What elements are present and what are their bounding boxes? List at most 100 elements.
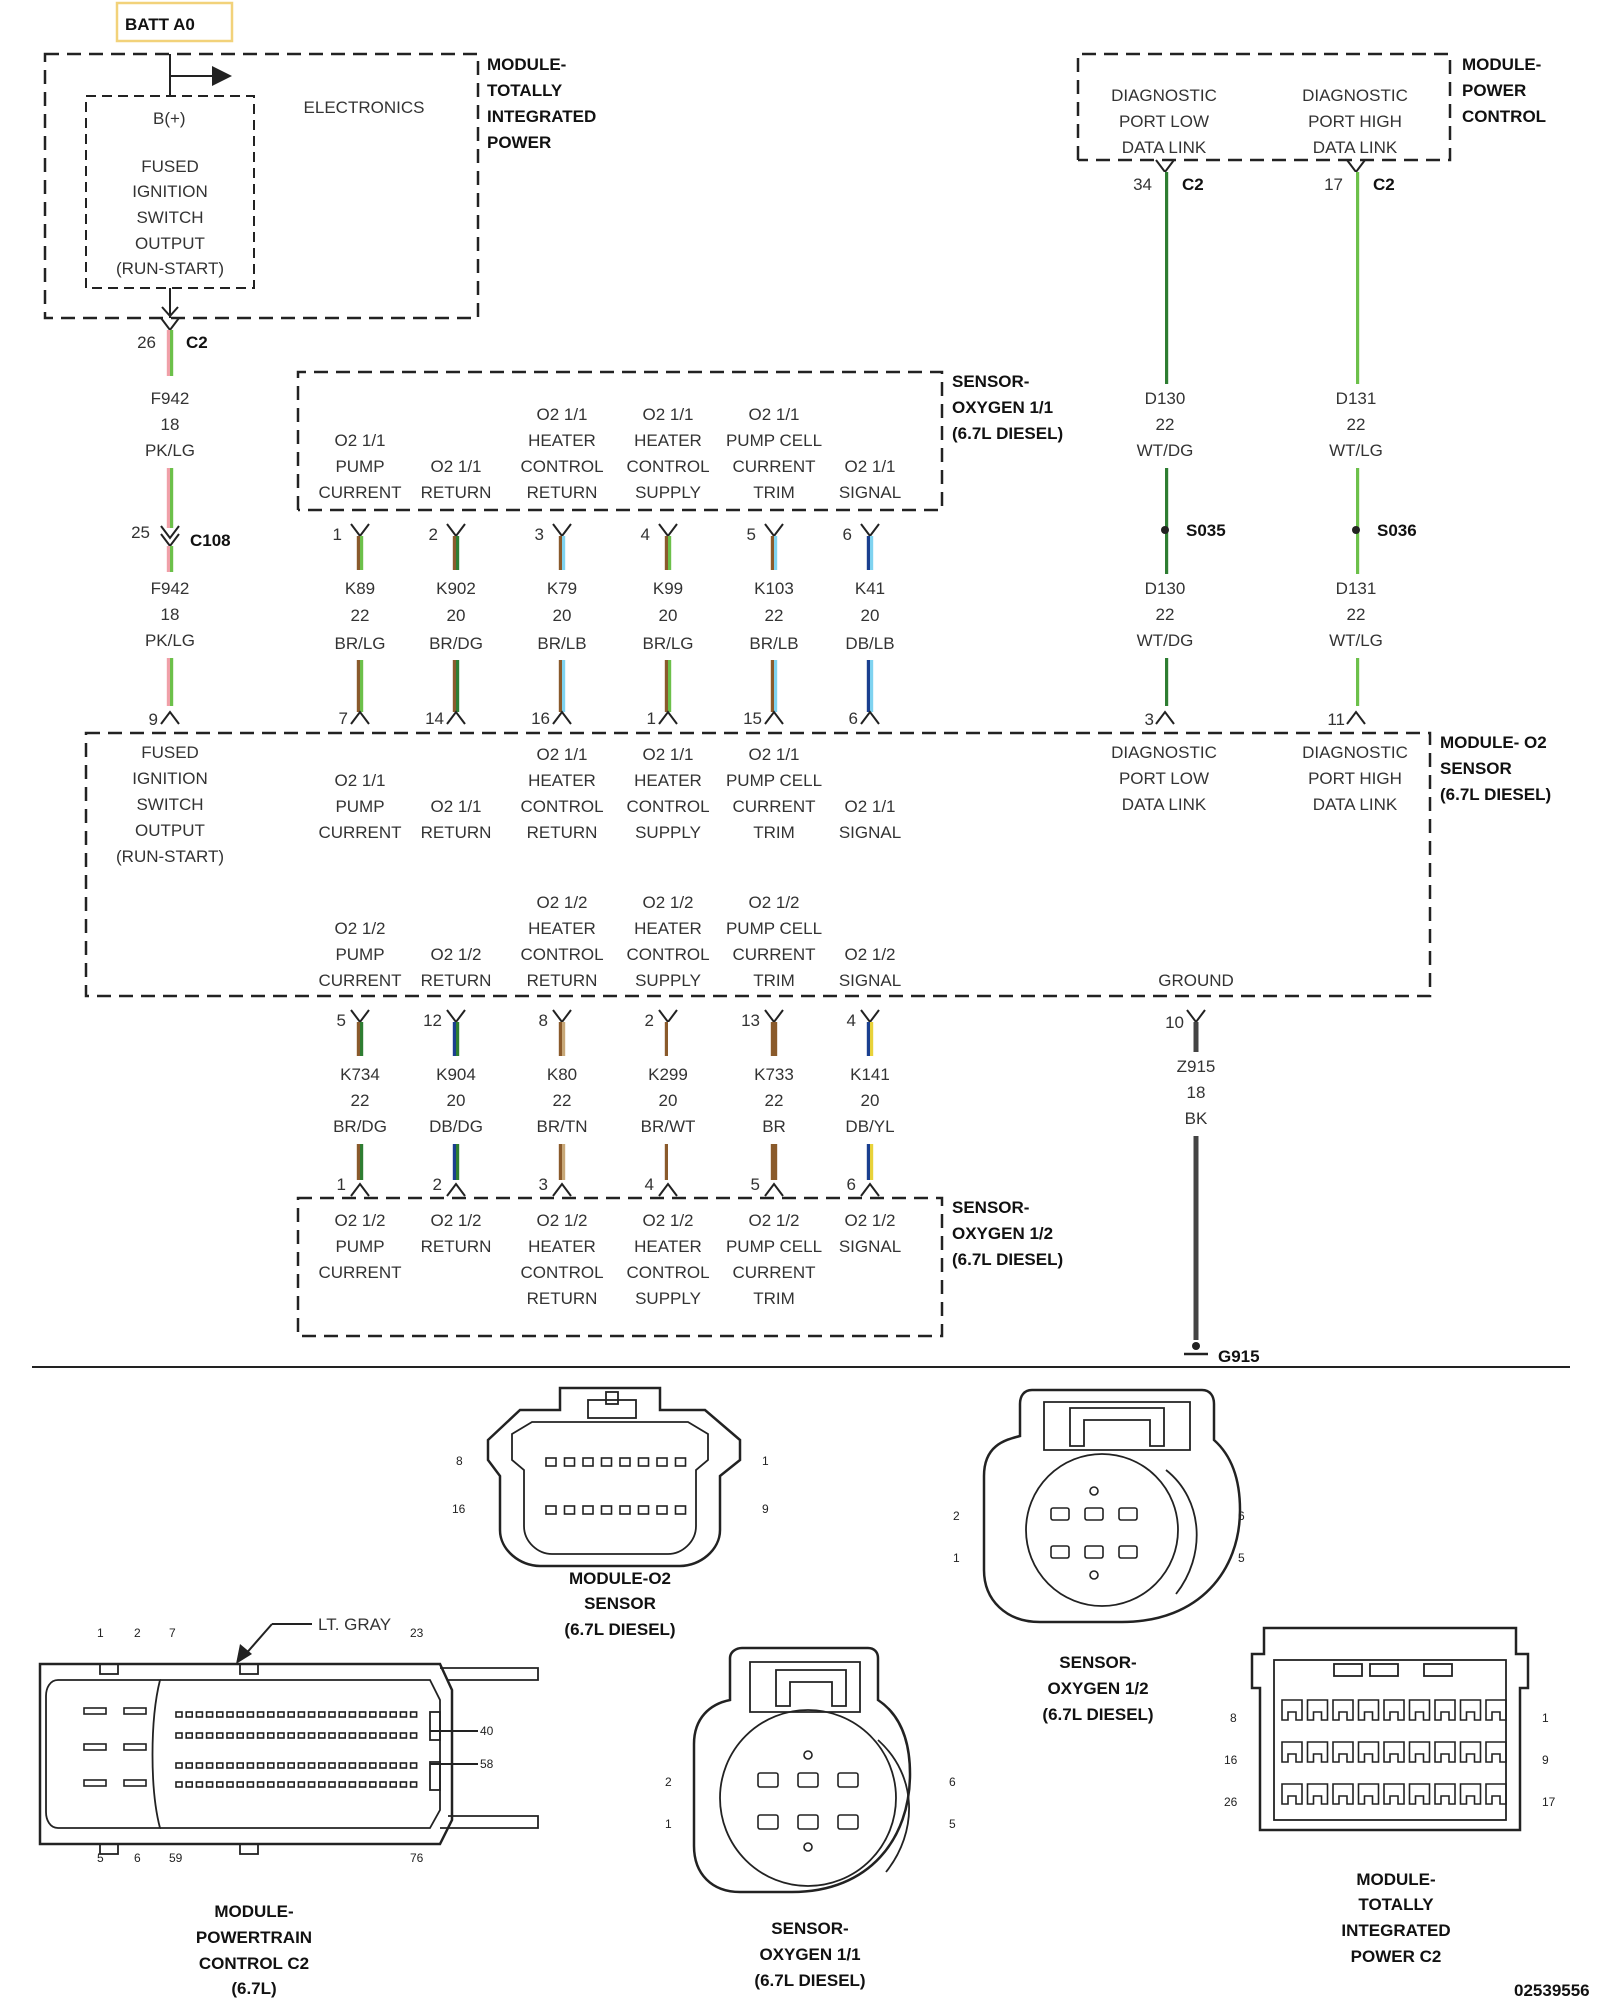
pcm-view-pin-cavity	[338, 1762, 347, 1769]
wire-lower-4-color: BR/WT	[641, 1117, 696, 1136]
pcm-view-pin-cavity	[409, 1732, 418, 1739]
pcm-low-1: PORT LOW	[1119, 112, 1209, 131]
pcm-view-pin-cavity	[307, 1781, 316, 1788]
f942b-1: 18	[161, 605, 180, 624]
pin-o2mod12-4: 2	[645, 1011, 654, 1030]
pin-fork-s12-1	[350, 1182, 370, 1197]
pcm-view-pin-cavity	[379, 1781, 387, 1788]
wire-upper-6-id: K41	[855, 579, 885, 598]
sensor12-col1-line2: PUMP	[335, 1237, 384, 1256]
conn-c2-pcm-low: C2	[1182, 175, 1204, 194]
o2mod-12-col1-line3: CURRENT	[318, 971, 401, 990]
o2mod-view-pin-1: 1	[762, 1454, 769, 1468]
tipm-title-3: POWER	[487, 133, 551, 152]
o2mod-connector-view: 8 1 16 9 MODULE-O2 SENSOR (6.7L DIESEL)	[452, 1386, 769, 1639]
pcm-view-power-cavity	[83, 1743, 107, 1751]
wire-lower-4-a	[664, 1022, 672, 1056]
pin-s12-4: 4	[645, 1175, 654, 1194]
pcm-view-pin-cavity	[195, 1711, 204, 1718]
wire-upper-4-a	[664, 536, 672, 570]
wire-upper-5-b	[770, 660, 778, 712]
wire-upper-6-a	[866, 536, 874, 570]
pcm-view-caption-2: CONTROL C2	[199, 1954, 309, 1973]
pin-s11-5: 5	[747, 525, 756, 544]
o2mod-view-pin-cavity	[656, 1505, 668, 1515]
pin-fork-pcm-d131	[1346, 159, 1366, 174]
tipm-view-pin-cavity	[1357, 1699, 1380, 1721]
wire-upper-1-a	[356, 536, 364, 570]
batt-label: BATT A0	[115, 1, 234, 43]
pcm-view-pin-76: 76	[410, 1851, 424, 1865]
pin-fork-o2mod-f942	[160, 710, 180, 725]
tipm-view-pin-cavity	[1383, 1741, 1405, 1763]
s11-view-key	[803, 1842, 813, 1852]
o2mod-12-col4-line4: SUPPLY	[635, 971, 701, 990]
pin-o2mod12-3: 8	[539, 1011, 548, 1030]
o2mod-12-col1-line1: O2 1/2	[334, 919, 385, 938]
pin-fork-tipm-c2	[160, 317, 180, 332]
pcm-view-pin-23: 23	[410, 1626, 424, 1640]
wire-lower-4-b	[664, 1144, 672, 1180]
wire-lower-3-gauge: 22	[553, 1091, 572, 1110]
wire-lower-6-a	[866, 1022, 874, 1056]
s12-view-pin-1: 1	[953, 1551, 960, 1565]
pcm-view-pin-cavity	[226, 1732, 234, 1739]
pcm-view-power-cavity	[123, 1743, 147, 1751]
pcm-view-pin-cavity	[185, 1711, 193, 1718]
pcm-view-pin-cavity	[379, 1732, 387, 1739]
sensor11-title-0: SENSOR-	[952, 372, 1029, 391]
pcm-view-pin-cavity	[287, 1781, 296, 1788]
pcm-view-pin-cavity	[328, 1711, 336, 1718]
tipm-view-pin-cavity	[1306, 1783, 1329, 1805]
o2mod-12-col5-line4: TRIM	[753, 971, 795, 990]
wire-upper-4-gauge: 20	[659, 606, 678, 625]
pcm-view-pin-cavity	[399, 1781, 408, 1788]
o2mod-view-pin-16: 16	[452, 1502, 466, 1516]
pin-o2mod-high: 11	[1327, 710, 1345, 729]
pin-s12-6: 6	[847, 1175, 856, 1194]
pcm-view-pin-cavity	[277, 1732, 285, 1739]
s11-view-pin-1: 1	[665, 1817, 672, 1831]
sensor12-col3-line4: RETURN	[527, 1289, 598, 1308]
pcm-view-pin-cavity	[175, 1762, 183, 1769]
ground-dot	[1192, 1342, 1200, 1350]
pcm-view-pin-cavity	[328, 1762, 336, 1769]
pcm-view-pin-5: 5	[97, 1851, 104, 1865]
conn-c108: C108	[190, 531, 231, 550]
s11-view-caption-1: OXYGEN 1/1	[759, 1945, 860, 1964]
o2mod-12-col2-line2: RETURN	[421, 971, 492, 990]
pcm-view-pin-cavity	[368, 1732, 377, 1739]
o2mod-12-col3-line1: O2 1/2	[536, 893, 587, 912]
s12-view-pin-6: 6	[1238, 1509, 1245, 1523]
sensor12-col2-line1: O2 1/2	[430, 1211, 481, 1230]
sensor12-connector-view: 2 6 1 5 SENSOR- OXYGEN 1/2 (6.7L DIESEL)	[953, 1388, 1245, 1724]
pcm-view-pin-cavity	[389, 1781, 398, 1788]
s11-view-pin-5: 5	[949, 1817, 956, 1831]
pcm-view-pin-cavity	[277, 1711, 285, 1718]
pcm-view-pin-cavity	[246, 1781, 255, 1788]
wire-lower-6-gauge: 20	[861, 1091, 880, 1110]
s11-view-cavity	[757, 1772, 779, 1788]
sensor11-col4-line4: SUPPLY	[635, 483, 701, 502]
d131a-0: D131	[1336, 389, 1377, 408]
tipm-connector-view: 8 1 16 9 26 17 MODULE- TOTALLY INTEGRATE…	[1224, 1626, 1556, 1966]
o2mod-11-col4-line4: SUPPLY	[635, 823, 701, 842]
s11-view-pin-2: 2	[665, 1775, 672, 1789]
pcm-view-pin-cavity	[226, 1711, 234, 1718]
wire-upper-4-b	[664, 660, 672, 712]
wire-lower-4-gauge: 20	[659, 1091, 678, 1110]
o2mod-12-col6-line2: SIGNAL	[839, 971, 901, 990]
sensor11-connector-view: 2 6 1 5 SENSOR- OXYGEN 1/1 (6.7L DIESEL)	[665, 1646, 956, 1990]
pcm-view-pin-cavity	[297, 1711, 306, 1718]
pcm-view-pin-cavity	[287, 1711, 296, 1718]
pcm-view-pin-cavity	[226, 1762, 234, 1769]
pcm-view-pin-7: 7	[169, 1626, 176, 1640]
sensor12-col4-line1: O2 1/2	[642, 1211, 693, 1230]
sensor12-col2-line2: RETURN	[421, 1237, 492, 1256]
pcm-view-pin-cavity	[266, 1781, 275, 1788]
pin-fork-o2mod12-4	[658, 1009, 678, 1024]
o2mod-12-col2-line1: O2 1/2	[430, 945, 481, 964]
pcm-view-pin-cavity	[328, 1732, 336, 1739]
